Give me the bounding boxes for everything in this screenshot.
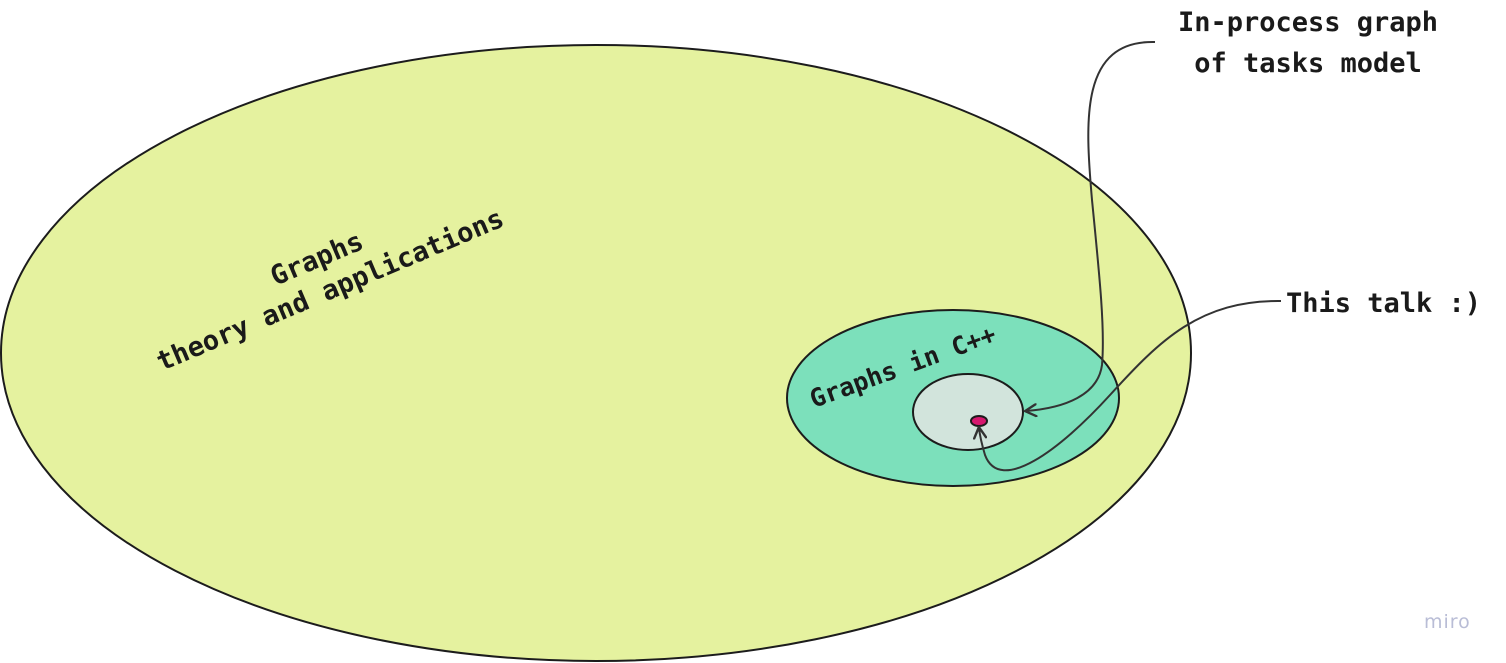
outer-set-ellipse <box>0 44 1192 662</box>
in-process-callout-line2: of tasks model <box>1194 48 1422 79</box>
in-process-callout-line1: In-process graph <box>1178 7 1438 38</box>
in-process-callout: In-process graph of tasks model <box>1178 7 1438 79</box>
focus-point <box>970 415 988 427</box>
in-process-connector-arrow <box>1026 40 1156 411</box>
this-talk-callout: This talk :) <box>1286 288 1481 319</box>
this-talk-connector-arrow <box>979 299 1282 472</box>
miro-watermark: miro <box>1424 611 1471 633</box>
inner-set-ellipse <box>912 373 1024 451</box>
